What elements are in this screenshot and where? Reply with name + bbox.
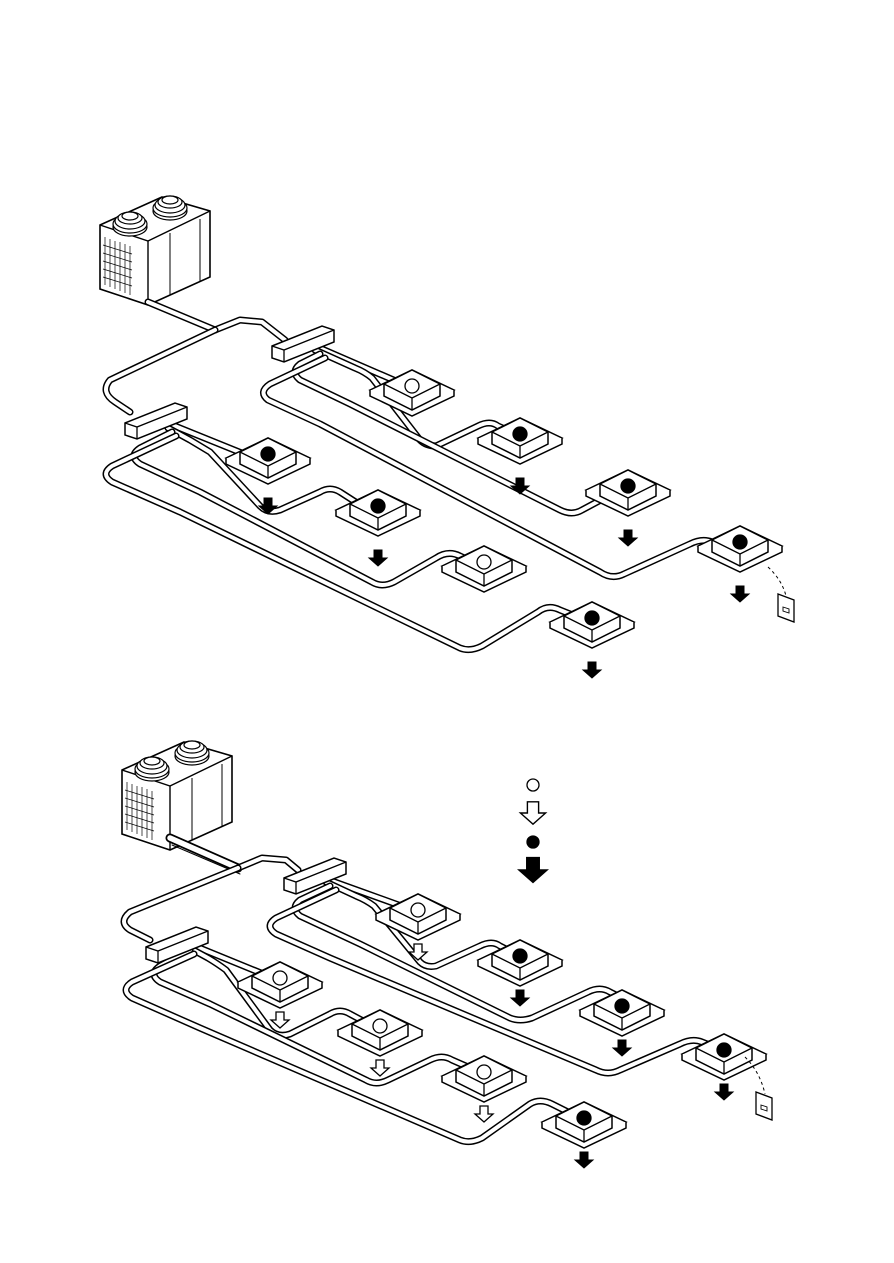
pipe — [106, 330, 215, 412]
pipe — [270, 890, 722, 1073]
pipe — [238, 858, 298, 870]
indicator-on-icon — [621, 479, 635, 493]
arrow-solid-icon — [619, 530, 637, 546]
indicator-off-icon — [477, 1065, 491, 1079]
pipe — [215, 320, 285, 340]
system-top — [100, 196, 794, 678]
indicator-off-icon — [273, 971, 287, 985]
arrow-solid-icon — [731, 586, 749, 602]
indoor-unit — [586, 470, 670, 546]
arrow-outline-icon — [371, 1060, 389, 1076]
arrow-outline-icon — [271, 1012, 289, 1028]
remote-controller — [778, 594, 794, 622]
arrow-solid-icon — [519, 858, 547, 883]
main-trunk-pipe — [148, 302, 215, 330]
indoor-unit — [698, 526, 782, 602]
indicator-off-icon — [405, 379, 419, 393]
arrow-solid-icon — [575, 1152, 593, 1168]
indicator-on-icon — [733, 535, 747, 549]
arrow-outline-icon — [520, 802, 545, 824]
indicator-on-icon — [585, 611, 599, 625]
indoor-unit — [478, 940, 562, 1006]
arrow-outline-icon — [475, 1106, 493, 1122]
indoor-unit — [542, 1102, 626, 1168]
indicator-on-icon — [513, 949, 527, 963]
arrow-solid-icon — [369, 550, 387, 566]
legend — [519, 779, 547, 882]
pipe — [263, 358, 730, 577]
remote-cable — [768, 567, 786, 596]
outdoor-unit — [122, 741, 232, 850]
indoor-unit — [478, 418, 562, 494]
indicator-on-icon — [717, 1043, 731, 1057]
indicator-on-icon — [615, 999, 629, 1013]
outdoor-unit — [100, 196, 210, 305]
indicator-off-icon — [373, 1019, 387, 1033]
pipe — [134, 432, 486, 585]
indicator-on-icon — [577, 1111, 591, 1125]
remote-controller — [756, 1092, 772, 1120]
arrow-solid-icon — [583, 662, 601, 678]
indoor-unit — [580, 990, 664, 1056]
system-bottom — [122, 741, 772, 1168]
arrow-solid-icon — [715, 1084, 733, 1100]
indicator-off-icon — [477, 555, 491, 569]
arrow-solid-icon — [511, 990, 529, 1006]
indicator-on-icon — [513, 427, 527, 441]
pipe — [106, 436, 590, 650]
arrow-solid-icon — [613, 1040, 631, 1056]
indicator-off-icon — [527, 779, 539, 791]
indicator-off-icon — [411, 903, 425, 917]
pipe — [124, 868, 238, 940]
indicator-on-icon — [371, 499, 385, 513]
indicator-on-icon — [527, 836, 539, 848]
indicator-on-icon — [261, 447, 275, 461]
